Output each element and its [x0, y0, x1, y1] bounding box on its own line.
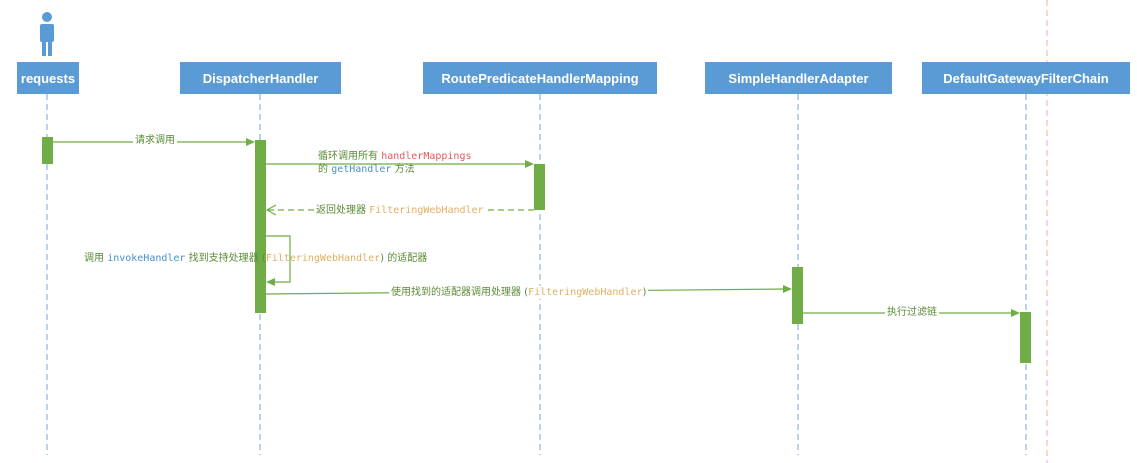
message-label-execute-filter-chain: 执行过滤链 — [885, 306, 939, 319]
activation-dispatcher-handler — [255, 140, 266, 313]
code-filtering-web-handler: FilteringWebHandler — [265, 253, 381, 264]
code-filtering-web-handler: FilteringWebHandler — [528, 287, 643, 298]
code-filtering-web-handler: FilteringWebHandler — [369, 205, 484, 216]
arrowhead-request-call — [246, 138, 255, 146]
participant-default-gateway-filter-chain: DefaultGatewayFilterChain — [922, 62, 1130, 94]
message-text: 返回处理器 — [316, 205, 366, 216]
message-label-invoke-handler: 调用 invokeHandler 找到支持处理器 (FilteringWebHa… — [84, 252, 427, 265]
message-label-loop-handler-mappings: 循环调用所有 handlerMappings 的 getHandler 方法 — [318, 150, 472, 176]
message-label-request-call: 请求调用 — [133, 134, 177, 147]
arrowhead-return-handler — [265, 204, 277, 216]
activation-default-gateway-filter-chain — [1020, 312, 1031, 363]
message-text: ) — [642, 287, 647, 298]
arrowhead-execute-filter-chain — [1011, 309, 1020, 317]
participant-route-predicate-handler-mapping: RoutePredicateHandlerMapping — [423, 62, 657, 94]
message-arrow-invoke-handler — [266, 235, 291, 283]
arrowhead-loop-handler-mappings — [525, 160, 534, 168]
message-text: 找到支持处理器 ( — [188, 253, 266, 264]
arrowhead-invoke-handler — [266, 278, 275, 286]
arrowhead-use-adapter — [783, 285, 792, 293]
message-label-loop-line2: 的 getHandler 方法 — [318, 163, 472, 176]
message-label-use-adapter: 使用找到的适配器调用处理器 (FilteringWebHandler) — [389, 286, 649, 299]
message-text: 的 — [318, 164, 328, 175]
activation-simple-handler-adapter — [792, 267, 803, 324]
participant-dispatcher-handler: DispatcherHandler — [180, 62, 341, 94]
activation-requests — [42, 137, 53, 164]
person-icon — [40, 12, 54, 56]
code-invoke-handler: invokeHandler — [107, 253, 186, 264]
message-text: 循环调用所有 — [318, 151, 378, 162]
message-text: 调用 — [84, 253, 104, 264]
message-label-loop-line1: 循环调用所有 handlerMappings — [318, 150, 472, 163]
message-text: ) 的适配器 — [380, 253, 428, 264]
message-label-return-handler: 返回处理器 FilteringWebHandler — [314, 204, 486, 217]
code-handler-mappings: handlerMappings — [381, 151, 472, 162]
message-text: 方法 — [394, 164, 415, 175]
code-get-handler: getHandler — [331, 164, 392, 175]
activation-route-predicate-handler-mapping — [534, 164, 545, 210]
participant-requests: requests — [17, 62, 79, 94]
participant-simple-handler-adapter: SimpleHandlerAdapter — [705, 62, 892, 94]
message-text: 使用找到的适配器调用处理器 ( — [391, 287, 529, 298]
